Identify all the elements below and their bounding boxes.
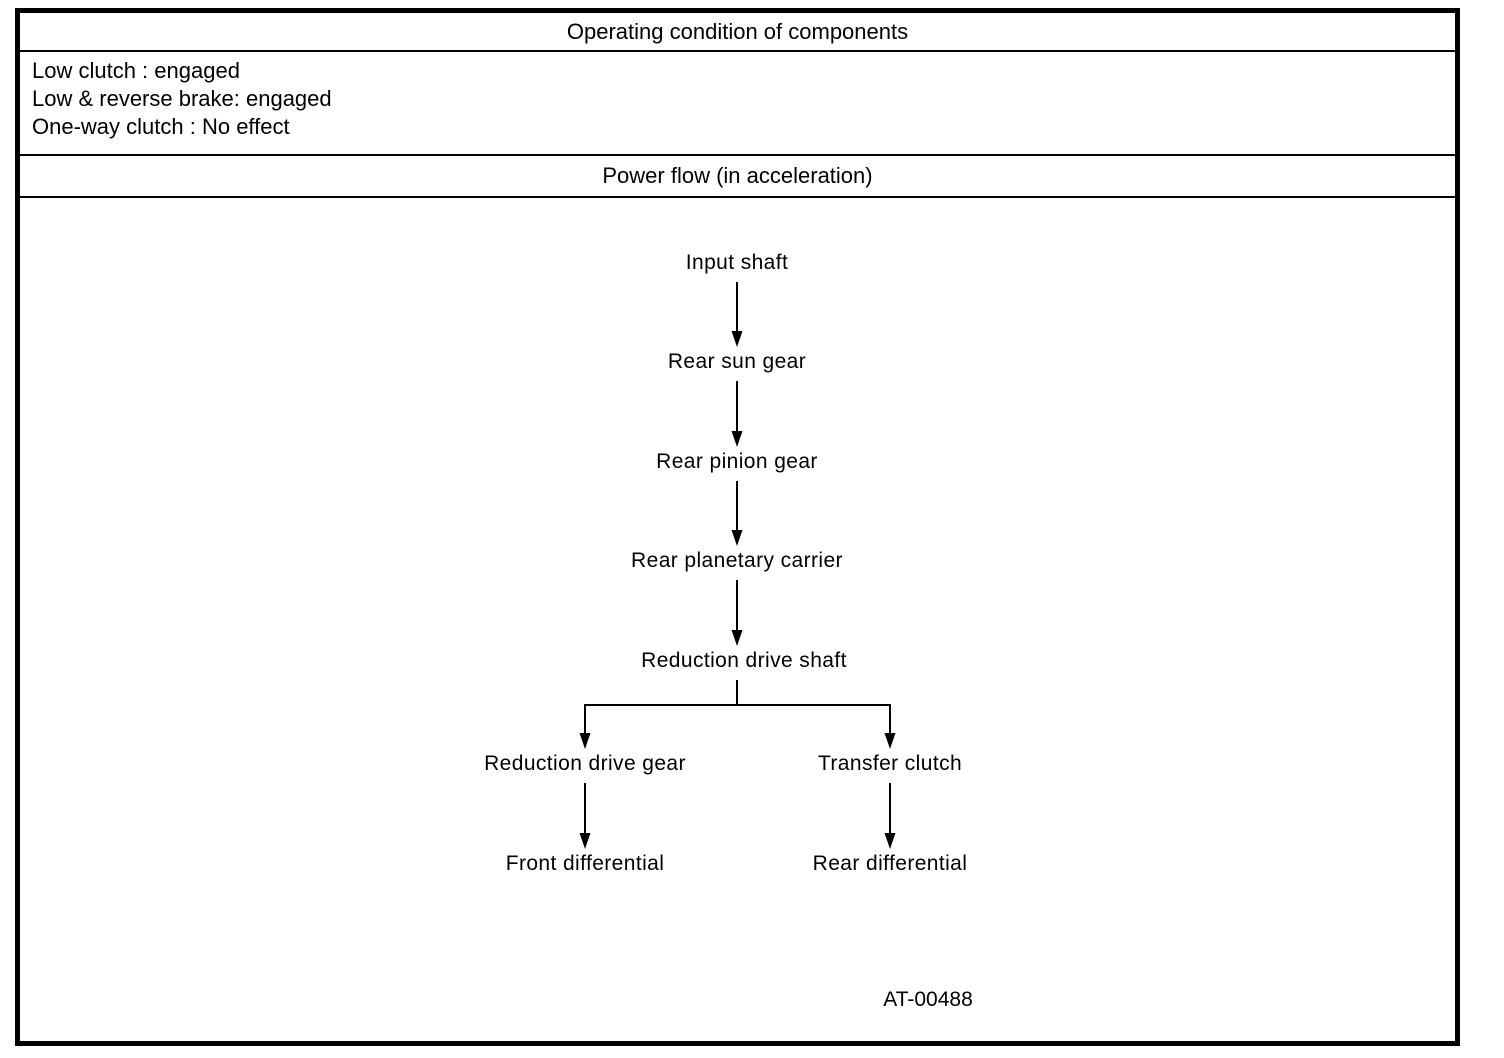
branch-connector: [585, 680, 890, 706]
flow-node-transfer-clutch: Transfer clutch: [817, 752, 963, 775]
arrow-down-icon: [731, 580, 743, 646]
arrow-down-icon: [884, 704, 896, 749]
condition-line-low-reverse-brake: Low & reverse brake: engaged: [32, 86, 332, 111]
flow-node-front-differential: Front differential: [505, 852, 665, 875]
arrow-down-icon: [579, 704, 591, 749]
flowchart-area: Input shaft Rear sun gear Rear pinion ge…: [20, 198, 1455, 1041]
flow-node-rear-planetary-carrier: Rear planetary carrier: [631, 549, 843, 572]
arrow-down-icon: [731, 381, 743, 447]
condition-line-low-clutch: Low clutch : engaged: [32, 58, 240, 83]
flow-node-rear-sun-gear: Rear sun gear: [667, 350, 807, 373]
flow-node-rear-pinion-gear: Rear pinion gear: [656, 450, 818, 473]
operating-conditions-header-row: Operating condition of components: [20, 13, 1455, 52]
flow-node-reduction-drive-shaft: Reduction drive shaft: [641, 649, 847, 672]
diagram-frame: Operating condition of components Low cl…: [15, 8, 1460, 1046]
power-flow-header-row: Power flow (in acceleration): [20, 156, 1455, 198]
power-flow-title: Power flow (in acceleration): [602, 163, 873, 188]
arrow-down-icon: [884, 783, 896, 849]
conditions-section: Low clutch : engaged Low & reverse brake…: [20, 52, 1455, 156]
flow-arrows-graphic: [579, 282, 896, 849]
operating-conditions-title: Operating condition of components: [566, 18, 909, 44]
flow-node-reduction-drive-gear: Reduction drive gear: [484, 752, 686, 775]
arrow-down-icon: [731, 481, 743, 546]
condition-line-one-way-clutch: One-way clutch : No effect: [32, 114, 290, 139]
figure-code: AT-00488: [883, 988, 973, 1011]
flow-node-rear-differential: Rear differential: [812, 852, 968, 875]
arrow-down-icon: [731, 282, 743, 347]
flow-node-input-shaft: Input shaft: [685, 251, 789, 274]
arrow-down-icon: [579, 783, 591, 849]
